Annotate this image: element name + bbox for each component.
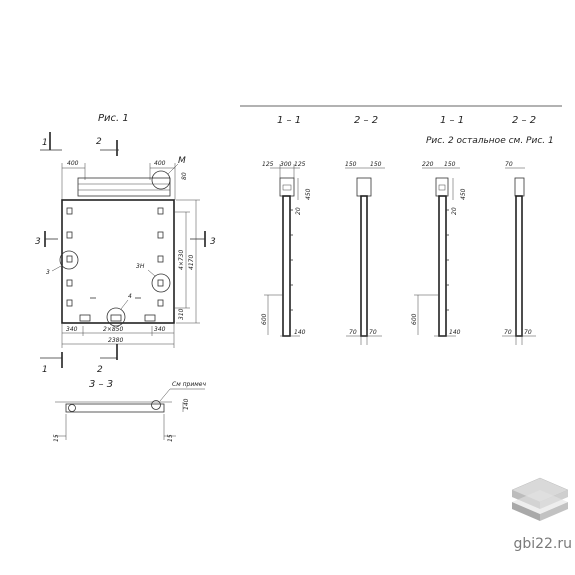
embedded-parts-right	[157, 207, 164, 307]
header-2-2-a: 2 – 2	[354, 115, 378, 126]
svg-text:400: 400	[67, 160, 79, 167]
section33-drawing: См примеч 140 15 15	[53, 381, 206, 442]
section-2-2-b: 70 70 70	[502, 161, 536, 345]
svg-text:1: 1	[42, 365, 48, 375]
header-1-1-b: 1 – 1	[440, 115, 464, 126]
svg-text:300: 300	[280, 161, 292, 168]
header-1-1-a: 1 – 1	[277, 115, 301, 126]
svg-text:3Н: 3Н	[136, 263, 145, 270]
section-marker-3-right: 3	[190, 231, 216, 247]
section-1-1-a: 125 300 125 450 20 600 140	[261, 161, 312, 337]
callout-3: 3	[46, 250, 79, 276]
svg-text:4170: 4170	[188, 255, 195, 270]
panel-outline	[61, 199, 175, 324]
svg-text:150: 150	[370, 161, 382, 168]
svg-text:3: 3	[210, 237, 216, 247]
svg-text:400: 400	[154, 160, 166, 167]
svg-text:70: 70	[505, 161, 513, 168]
svg-text:М: М	[178, 156, 186, 166]
svg-text:3: 3	[35, 237, 41, 247]
callout-m: М	[151, 156, 186, 190]
top-dimensions: 400 400 80	[61, 160, 188, 200]
section33-title: 3 – 3	[89, 379, 113, 390]
svg-text:140: 140	[183, 398, 190, 410]
svg-text:70: 70	[504, 329, 512, 336]
svg-text:2: 2	[96, 137, 102, 147]
svg-text:150: 150	[345, 161, 357, 168]
site-watermark: gbi22.ru	[513, 536, 572, 552]
svg-text:150: 150	[444, 161, 456, 168]
svg-text:20: 20	[295, 207, 302, 215]
section-2-2-a: 150 150 70 70	[345, 161, 385, 345]
header-2-2-b: 2 – 2	[512, 115, 536, 126]
svg-text:125: 125	[262, 161, 274, 168]
svg-text:70: 70	[349, 329, 357, 336]
svg-text:600: 600	[411, 313, 418, 325]
svg-text:600: 600	[261, 313, 268, 325]
svg-text:125: 125	[294, 161, 306, 168]
callout-3n: 3Н	[136, 263, 171, 293]
fig1-title: Рис. 1	[98, 113, 129, 124]
right-dimensions: 4×730 4170 310	[174, 199, 200, 324]
section-marker-2-top: 2	[96, 137, 119, 156]
svg-text:450: 450	[460, 188, 467, 200]
svg-text:340: 340	[154, 326, 166, 333]
svg-text:1: 1	[42, 138, 48, 148]
svg-text:15: 15	[167, 434, 174, 442]
section-marker-1-top: 1	[40, 132, 62, 151]
svg-text:4×730: 4×730	[178, 250, 185, 270]
svg-text:70: 70	[369, 329, 377, 336]
embedded-parts-left	[66, 207, 73, 307]
section-marker-1-bottom: 1	[40, 352, 63, 375]
svg-text:310: 310	[178, 308, 185, 320]
svg-text:70: 70	[524, 329, 532, 336]
svg-text:140: 140	[449, 329, 461, 336]
svg-text:2380: 2380	[108, 337, 123, 344]
section33-note: См примеч	[172, 381, 206, 388]
layers-logo-icon	[511, 477, 569, 521]
svg-text:2×850: 2×850	[103, 326, 123, 333]
callout-4: 4	[106, 293, 132, 327]
bottom-dimensions: 340 2×850 340 2380	[61, 323, 175, 348]
svg-text:220: 220	[422, 161, 434, 168]
svg-text:80: 80	[181, 172, 188, 180]
svg-text:4: 4	[128, 293, 132, 300]
svg-text:340: 340	[66, 326, 78, 333]
svg-text:2: 2	[97, 365, 103, 375]
svg-text:450: 450	[305, 188, 312, 200]
bottom-loops	[79, 297, 156, 322]
section-marker-2-bottom: 2	[97, 344, 118, 375]
svg-text:3: 3	[46, 269, 50, 276]
fig2-title: Рис. 2 остальное см. Рис. 1	[426, 136, 554, 146]
section-1-1-b: 220 150 450 20 600 140	[411, 161, 467, 337]
svg-text:140: 140	[294, 329, 306, 336]
svg-text:20: 20	[451, 207, 458, 215]
section-marker-3-left: 3	[35, 231, 58, 247]
svg-text:15: 15	[53, 434, 60, 442]
top-beam	[77, 177, 171, 197]
